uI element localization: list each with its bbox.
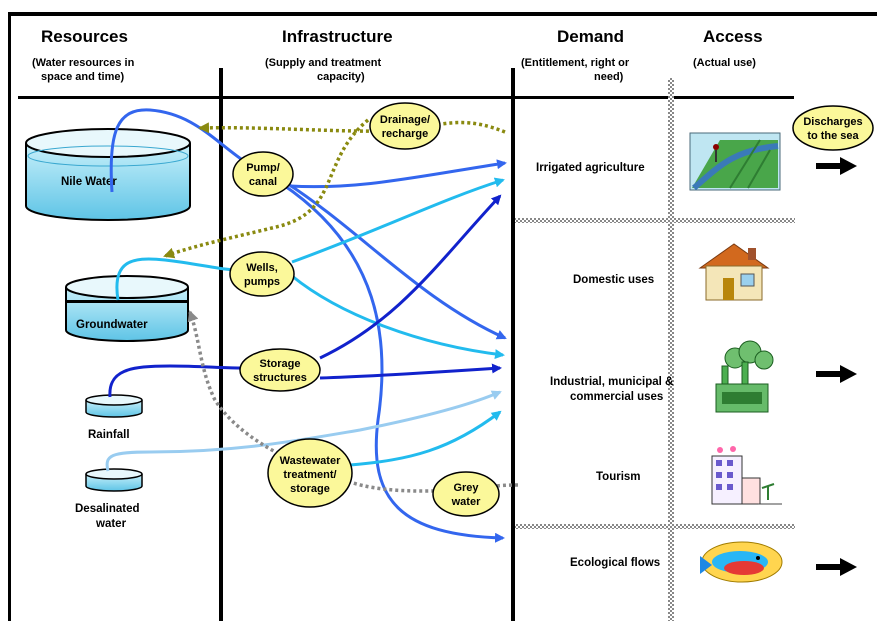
flow-drainage-to-groundwater: [163, 118, 370, 259]
discharges-label-2: to the sea: [807, 130, 859, 142]
node-storage-structures: Storage structures: [239, 348, 321, 392]
svg-text:pumps: pumps: [244, 276, 280, 288]
flow-nile-to-pump: [109, 108, 263, 193]
groundwater-tank: Groundwater: [65, 275, 189, 342]
node-grey-water: Grey water: [432, 471, 500, 517]
nile-water-label: Nile Water: [61, 176, 117, 188]
svg-text:canal: canal: [249, 176, 277, 188]
groundwater-label: Groundwater: [76, 319, 148, 331]
svg-text:structures: structures: [253, 372, 307, 384]
svg-text:storage: storage: [290, 483, 330, 495]
demand-ecological: Ecological flows: [570, 557, 660, 569]
header-divider: [18, 96, 794, 99]
flow-wells-to-industrial: [291, 274, 505, 360]
hotel-icon: [711, 446, 782, 505]
demand-subtitle-1: (Entitlement, right or: [521, 57, 630, 69]
infrastructure-subtitle-1: (Supply and treatment: [265, 57, 381, 69]
flow-rainfall-to-storage: [108, 364, 241, 398]
irrigated-field-icon: [689, 132, 781, 191]
top-border: [8, 12, 877, 16]
rainfall-tank: Rainfall: [85, 394, 143, 441]
node-drainage-recharge: Drainage/ recharge: [369, 102, 441, 150]
discharges-badge: Discharges to the sea: [792, 105, 874, 151]
svg-text:Pump/: Pump/: [246, 162, 280, 174]
nile-water-tank: Nile Water: [25, 128, 191, 221]
resources-subtitle-1: (Water resources in: [32, 57, 135, 69]
svg-text:Storage: Storage: [260, 358, 301, 370]
flow-wastewater-to-demand: [349, 410, 502, 467]
demand-tourism: Tourism: [596, 471, 641, 483]
discharge-arrow-irrigated: [816, 157, 857, 175]
flow-wells-to-irrigated: [291, 177, 505, 264]
demand-domestic: Domestic uses: [573, 274, 654, 286]
svg-text:Wells,: Wells,: [246, 262, 278, 274]
demand-irrigated: Irrigated agriculture: [536, 162, 645, 174]
factory-icon: [715, 340, 774, 413]
desalinated-label-1: Desalinated: [75, 503, 140, 515]
svg-text:water: water: [451, 496, 481, 508]
node-pump-canal: Pump/ canal: [232, 151, 294, 197]
svg-text:Drainage/: Drainage/: [380, 114, 430, 126]
node-wells-pumps: Wells, pumps: [229, 251, 295, 297]
discharge-arrow-industrial: [816, 365, 857, 383]
flow-groundwater-to-wells: [115, 257, 241, 301]
demand-industrial-1: Industrial, municipal &: [550, 376, 673, 388]
fish-icon: [700, 541, 783, 583]
discharge-arrow-ecological: [816, 558, 857, 576]
desalinated-label-2: water: [95, 518, 127, 530]
demand-separator-1: [515, 218, 795, 223]
discharges-label-1: Discharges: [803, 116, 862, 128]
flow-pump-to-irrigated: [289, 159, 507, 189]
resources-header: Resources: [41, 27, 128, 46]
access-subtitle: (Actual use): [693, 57, 756, 69]
column-divider-demand: [511, 68, 515, 621]
rainfall-label: Rainfall: [88, 429, 130, 441]
svg-text:Grey: Grey: [453, 482, 479, 494]
resources-subtitle-2: space and time): [41, 71, 124, 83]
flow-drainage-to-nile: [198, 120, 506, 134]
column-divider-infrastructure: [219, 68, 223, 621]
svg-text:treatment/: treatment/: [283, 469, 336, 481]
flow-pump-to-industrial: [284, 180, 507, 340]
infrastructure-subtitle-2: capacity): [317, 71, 365, 83]
demand-subtitle-2: need): [594, 71, 624, 83]
demand-header: Demand: [557, 27, 624, 46]
svg-text:Wastewater: Wastewater: [280, 455, 341, 467]
demand-industrial-2: commercial uses: [570, 391, 663, 403]
svg-text:recharge: recharge: [382, 128, 428, 140]
node-wastewater: Wastewater treatment/ storage: [267, 438, 353, 508]
flow-pump-to-ecological: [281, 182, 505, 543]
demand-separator-2: [515, 524, 795, 529]
desalinated-tank: Desalinated water: [75, 468, 143, 530]
house-icon: [698, 243, 770, 301]
flow-storage-to-industrial: [319, 363, 502, 380]
access-header: Access: [703, 27, 763, 46]
infrastructure-header: Infrastructure: [282, 27, 393, 46]
left-border: [8, 12, 11, 621]
flow-storage-to-irrigated: [319, 194, 502, 360]
access-separator: [668, 78, 674, 621]
